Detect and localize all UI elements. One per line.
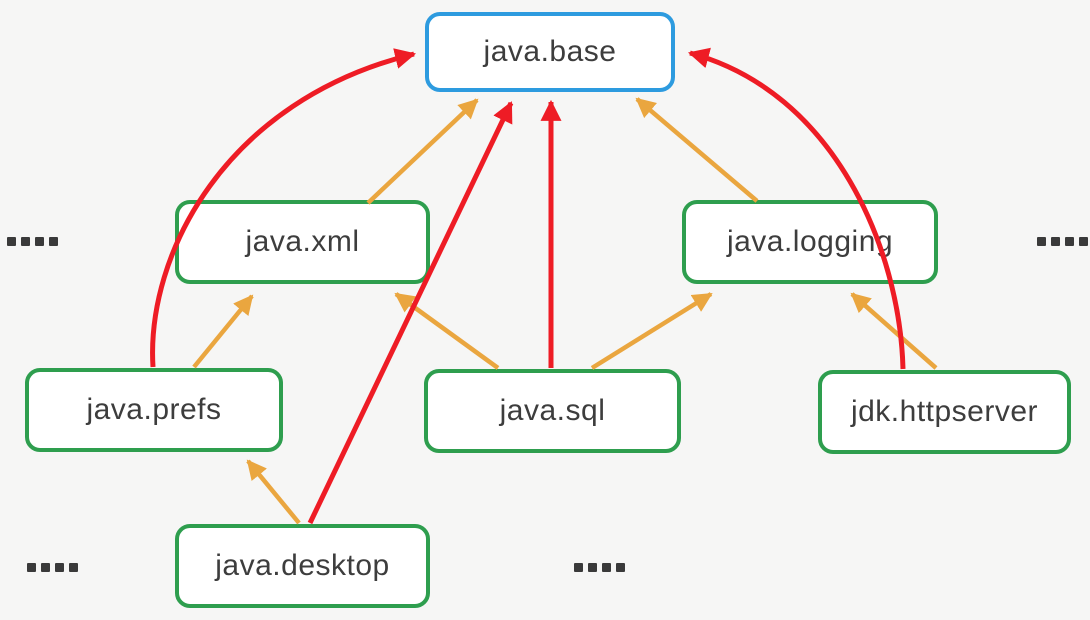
edge-java.desktop-to-java.base xyxy=(307,101,514,525)
node-java-base: java.base xyxy=(425,12,675,92)
node-label: java.sql xyxy=(499,394,606,427)
edge-java.sql-to-java.logging xyxy=(590,292,713,370)
edge-jdk.httpserver-to-java.logging xyxy=(850,292,938,370)
node-label: java.base xyxy=(483,35,617,68)
node-java-desktop: java.desktop xyxy=(175,524,430,608)
node-java-sql: java.sql xyxy=(424,369,681,453)
node-java-logging: java.logging xyxy=(682,200,938,284)
edge-java.sql-to-java.xml xyxy=(394,292,500,370)
node-label: java.prefs xyxy=(86,393,222,426)
node-label: java.logging xyxy=(726,225,894,258)
ellipsis-dots-left xyxy=(7,237,58,246)
ellipsis-dots-bottom-left xyxy=(27,563,78,572)
node-label: jdk.httpserver xyxy=(850,395,1039,428)
node-label: java.desktop xyxy=(215,549,390,582)
edge-java.xml-to-java.base xyxy=(366,98,479,205)
node-java-xml: java.xml xyxy=(175,200,430,284)
edge-java.prefs-to-java.xml xyxy=(192,294,254,369)
edge-java.logging-to-java.base xyxy=(635,97,759,203)
ellipsis-dots-bottom-middle xyxy=(574,563,625,572)
edge-java.desktop-to-java.prefs xyxy=(246,459,301,525)
node-label: java.xml xyxy=(245,225,360,258)
node-jdk-httpserver: jdk.httpserver xyxy=(818,370,1071,454)
ellipsis-dots-right xyxy=(1037,237,1088,246)
node-java-prefs: java.prefs xyxy=(25,368,283,452)
